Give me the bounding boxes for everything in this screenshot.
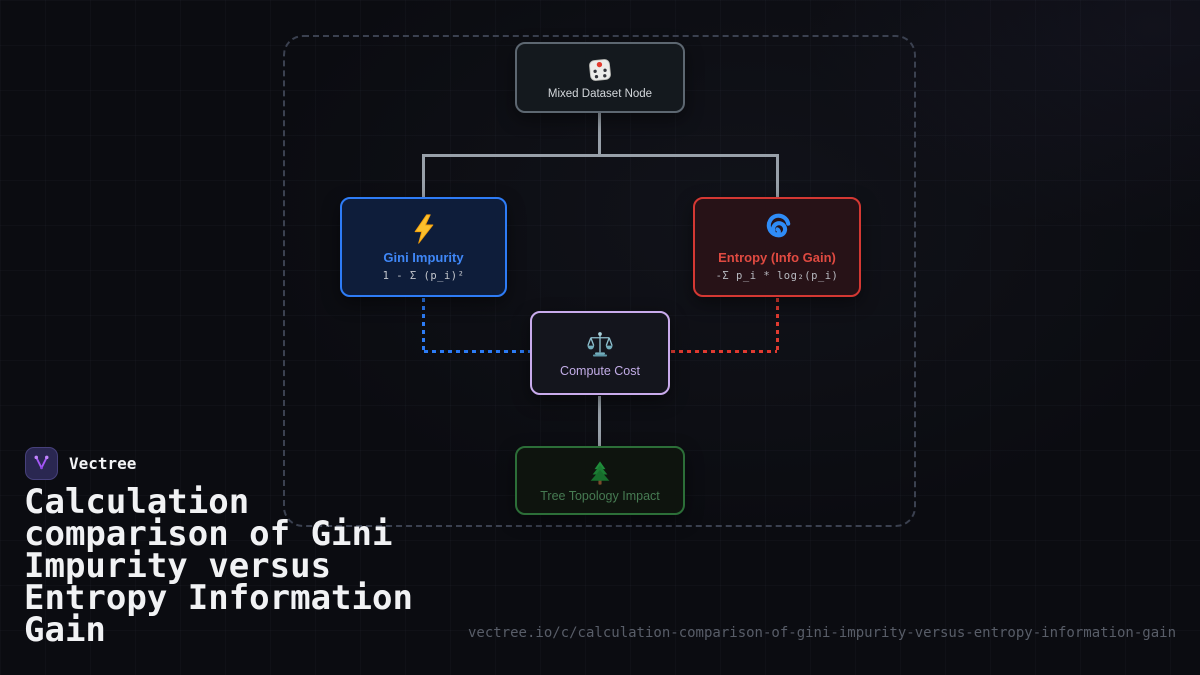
page-url: vectree.io/c/calculation-comparison-of-g… xyxy=(467,625,1176,641)
edge-gini-to-compute-vertical xyxy=(422,298,425,352)
dice-icon xyxy=(585,55,615,85)
edge-split-horizontal xyxy=(422,154,779,157)
edge-compute-to-tree xyxy=(598,396,601,446)
cyclone-icon xyxy=(761,213,793,245)
edge-root-down xyxy=(598,113,601,155)
node-compute-cost[interactable]: Compute Cost xyxy=(530,311,670,395)
node-label: Gini Impurity xyxy=(383,249,464,265)
evergreen-tree-icon xyxy=(586,459,614,487)
vectree-logo xyxy=(25,447,58,480)
edge-entropy-to-compute-vertical xyxy=(776,298,779,352)
page-title: Calculation comparison of Gini Impurity … xyxy=(24,482,413,650)
entropy-formula: -Σ p_i * log₂(p_i) xyxy=(715,269,839,282)
edge-entropy-to-compute-horizontal xyxy=(671,350,777,353)
node-entropy-info-gain[interactable]: Entropy (Info Gain) -Σ p_i * log₂(p_i) xyxy=(693,197,861,297)
node-tree-topology-impact[interactable]: Tree Topology Impact xyxy=(515,446,685,515)
edge-split-left-down xyxy=(422,155,425,198)
branch-v-icon xyxy=(34,455,49,470)
node-gini-impurity[interactable]: Gini Impurity 1 - Σ (p_i)² xyxy=(340,197,507,297)
gini-formula: 1 - Σ (p_i)² xyxy=(382,269,465,282)
node-label: Entropy (Info Gain) xyxy=(718,249,836,265)
balance-scale-icon xyxy=(585,329,615,359)
brand-row: Vectree xyxy=(25,447,136,480)
lightning-icon xyxy=(408,213,440,245)
diagram-frame xyxy=(283,35,916,527)
node-label: Mixed Dataset Node xyxy=(547,88,653,100)
edge-gini-to-compute-horizontal xyxy=(424,350,530,353)
brand-name: Vectree xyxy=(69,454,137,473)
node-label: Tree Topology Impact xyxy=(540,488,660,503)
edge-split-right-down xyxy=(776,155,779,198)
node-label: Compute Cost xyxy=(560,363,640,378)
node-mixed-dataset[interactable]: Mixed Dataset Node xyxy=(515,42,685,113)
